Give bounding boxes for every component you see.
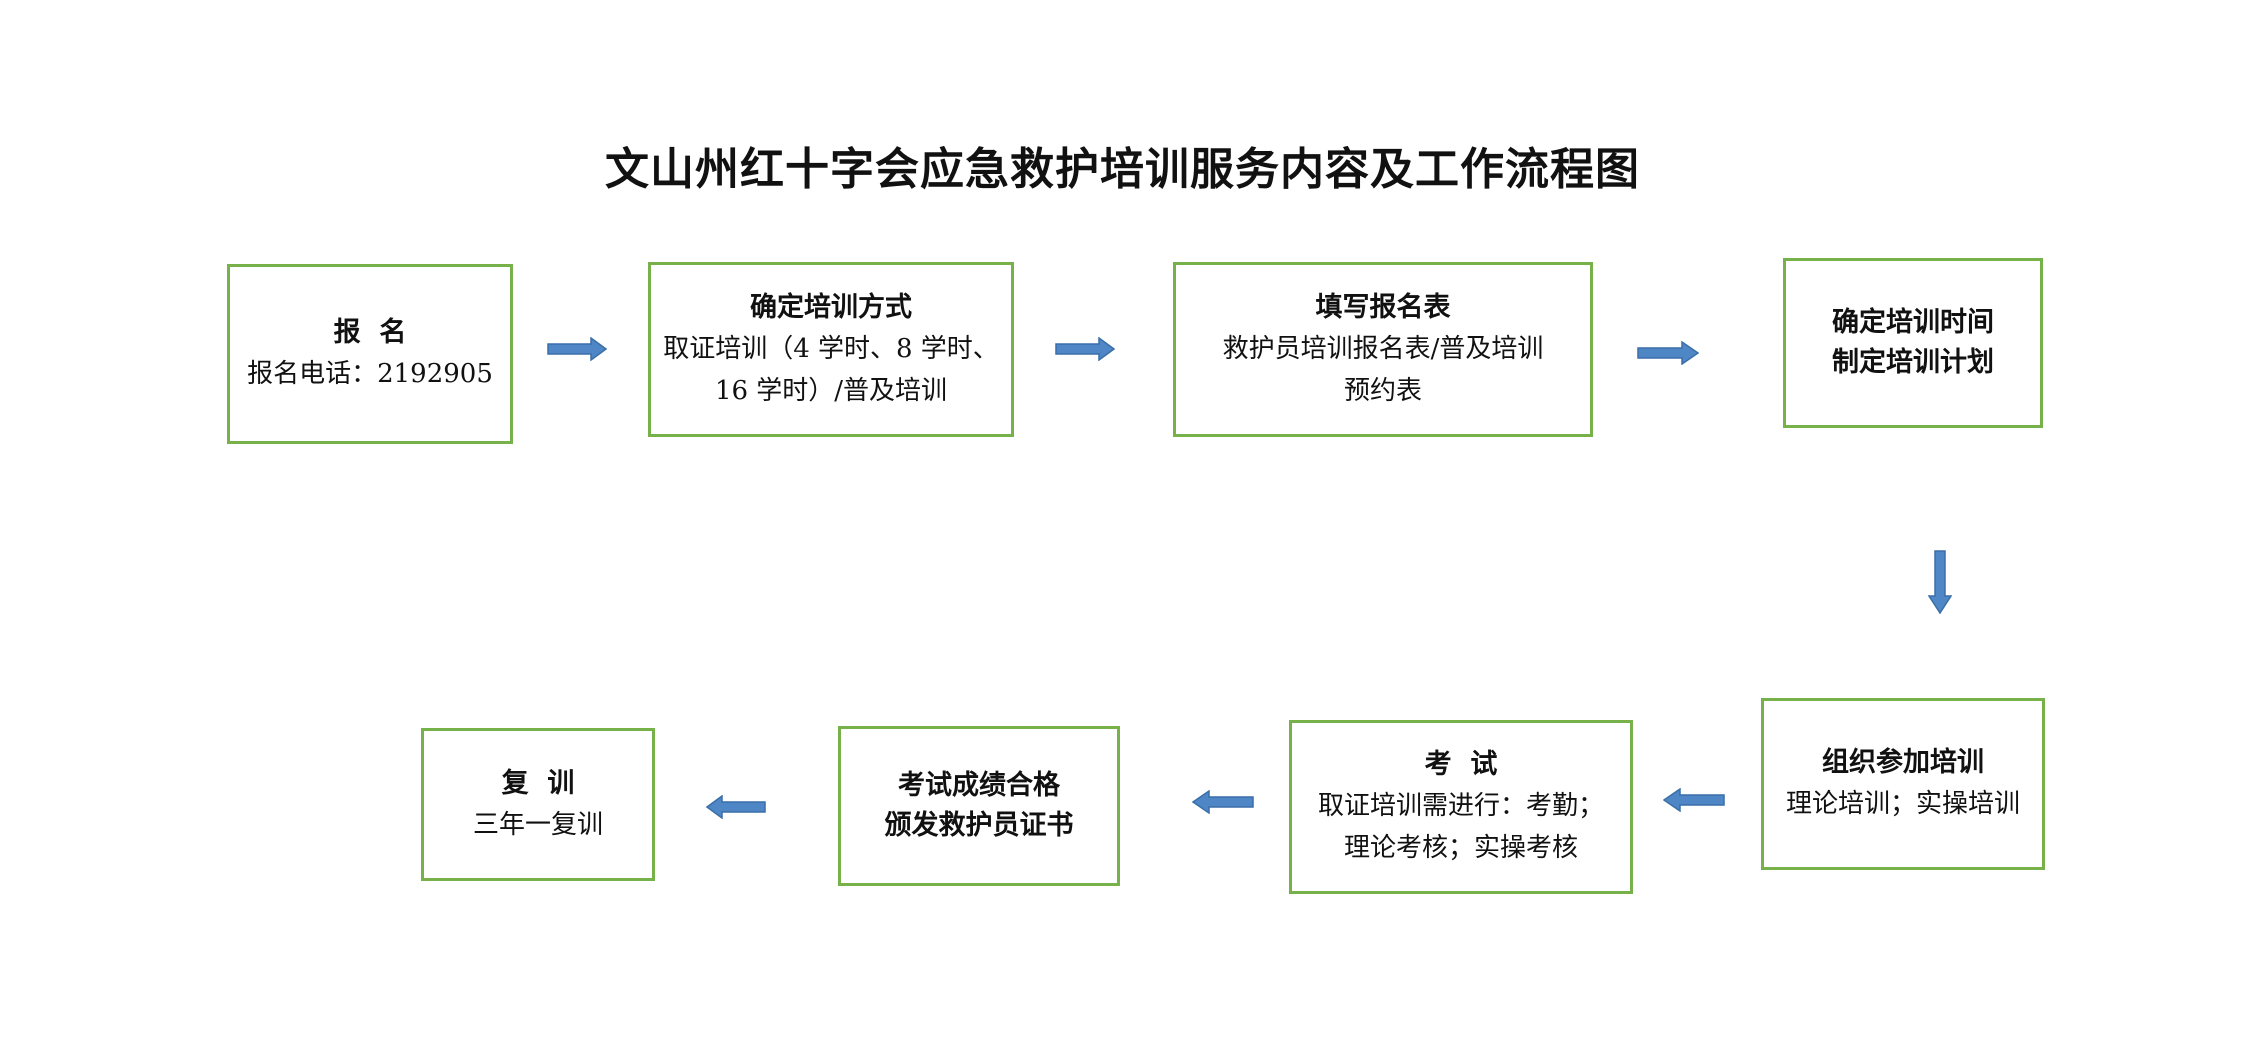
arrow-right-icon <box>1637 341 1699 365</box>
arrow-left-icon <box>1192 790 1254 814</box>
arrow-left-icon <box>706 795 766 819</box>
page-title: 文山州红十字会应急救护培训服务内容及工作流程图 <box>605 144 1640 195</box>
step-training-method-heading: 确定培训方式 <box>750 291 912 323</box>
step-exam-box: 考 试 取证培训需进行：考勤； 理论考核；实操考核 <box>1289 720 1633 894</box>
step-register-box: 报 名 报名电话：2192905 <box>227 264 513 444</box>
step-schedule-line-1: 制定培训计划 <box>1832 347 1994 378</box>
step-register-heading: 报 名 <box>333 317 407 348</box>
step-schedule-heading: 确定培训时间 <box>1832 307 1994 338</box>
step-training-method-line-2: 16 学时）/普及培训 <box>714 375 948 406</box>
step-certificate-heading: 考试成绩合格 <box>898 770 1060 801</box>
step-application-form-line-2: 预约表 <box>1343 375 1422 406</box>
step-certificate-box: 考试成绩合格 颁发救护员证书 <box>838 726 1120 886</box>
step-register-line-1: 报名电话：2192905 <box>247 359 493 389</box>
step-retraining-heading: 复 训 <box>501 767 575 799</box>
arrow-right-icon <box>547 337 607 361</box>
step-organize-training-line-1: 理论培训；实操培训 <box>1785 789 2020 819</box>
step-schedule-box: 确定培训时间 制定培训计划 <box>1783 258 2043 428</box>
step-organize-training-heading: 组织参加培训 <box>1822 747 1984 778</box>
arrow-left-icon <box>1663 788 1725 812</box>
step-retraining-box: 复 训 三年一复训 <box>421 728 655 881</box>
arrow-down-icon <box>1928 550 1952 614</box>
step-application-form-heading: 填写报名表 <box>1315 291 1451 323</box>
step-application-form-box: 填写报名表 救护员培训报名表/普及培训 预约表 <box>1173 262 1593 437</box>
step-training-method-line-1: 取证培训（4 学时、8 学时、 <box>663 333 999 364</box>
step-certificate-line-1: 颁发救护员证书 <box>884 810 1074 841</box>
step-application-form-line-1: 救护员培训报名表/普及培训 <box>1222 333 1544 364</box>
step-exam-line-1: 取证培训需进行：考勤； <box>1317 791 1604 821</box>
arrow-right-icon <box>1055 337 1115 361</box>
step-retraining-line-1: 三年一复训 <box>472 809 603 840</box>
step-organize-training-box: 组织参加培训 理论培训；实操培训 <box>1761 698 2045 870</box>
step-exam-heading: 考 试 <box>1424 749 1498 780</box>
step-exam-line-2: 理论考核；实操考核 <box>1343 833 1578 863</box>
step-training-method-box: 确定培训方式 取证培训（4 学时、8 学时、 16 学时）/普及培训 <box>648 262 1014 437</box>
